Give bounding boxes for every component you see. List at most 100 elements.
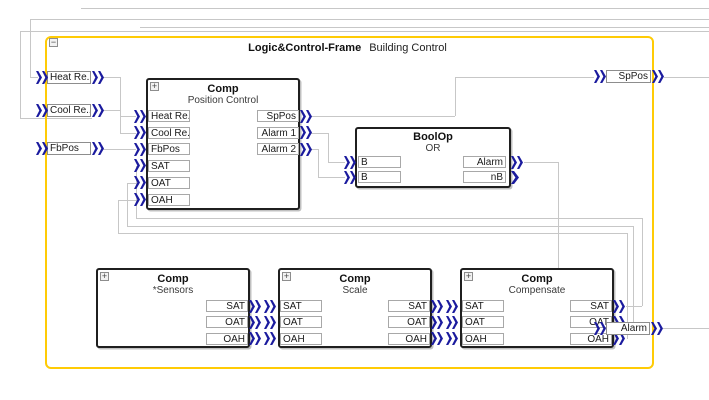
output-chevron[interactable] [511,156,523,169]
slot-output-alarm[interactable]: Alarm [463,156,506,168]
slot-input-b1[interactable]: B [358,156,401,168]
expand-icon[interactable]: + [464,271,473,281]
block-title: Comp [339,273,371,285]
wire [663,328,709,329]
output-chevron[interactable] [249,300,261,313]
output-chevron[interactable] [300,143,312,156]
pin-heat-re[interactable]: Heat Re. [47,71,91,84]
block-subtitle: Compensate [508,285,566,296]
pin-input-chevron[interactable] [594,70,606,83]
slot-input-oah[interactable]: OAH [148,194,190,206]
slot-input-b2[interactable]: B [358,171,401,183]
slot-input-oat[interactable]: OAT [462,316,504,328]
pin-sppos[interactable]: SpPos [606,70,651,83]
slot-input-oah[interactable]: OAH [280,333,322,345]
wire [627,233,628,339]
slot-input-sat[interactable]: SAT [280,300,322,312]
pin-input-chevron[interactable] [594,322,606,335]
slot-output-alarm1[interactable]: Alarm 1 [257,127,299,139]
slot-input-sat[interactable]: SAT [148,160,190,172]
output-chevron[interactable] [431,316,443,329]
pin-fbpos[interactable]: FbPos [47,142,91,155]
slot-output-nb[interactable]: nB [463,171,506,183]
wire [140,27,709,28]
pin-output-chevron[interactable] [92,71,104,84]
pin-output-chevron[interactable] [92,104,104,117]
wire [626,306,642,307]
input-chevron[interactable] [446,300,458,313]
wire [328,162,345,163]
input-chevron[interactable] [134,126,146,139]
slot-output-sppos[interactable]: SpPos [257,110,299,122]
pin-input-chevron[interactable] [36,71,48,84]
slot-input-oah[interactable]: OAH [462,333,504,345]
wire [120,77,121,133]
block-subtitle: Scale [342,285,368,296]
slot-output-oat[interactable]: OAT [570,316,612,328]
output-chevron[interactable] [300,126,312,139]
slot-output-oah[interactable]: OAH [206,333,248,345]
pin-output-chevron[interactable] [651,322,663,335]
slot-input-oat[interactable]: OAT [148,177,190,189]
collapse-icon[interactable]: − [49,37,58,47]
input-chevron[interactable] [264,332,276,345]
frame-title-subtitle: Building Control [369,42,447,54]
input-chevron[interactable] [134,143,146,156]
wire [311,149,318,150]
slot-input-oat[interactable]: OAT [280,316,322,328]
wire [20,118,92,119]
slot-input-heat[interactable]: Heat Re. [148,110,190,122]
output-chevron[interactable] [300,110,312,123]
input-chevron[interactable] [134,176,146,189]
input-chevron[interactable] [134,159,146,172]
pin-output-chevron[interactable] [92,142,104,155]
slot-output-sat[interactable]: SAT [388,300,430,312]
output-chevron[interactable] [613,300,625,313]
slot-output-oat[interactable]: OAT [206,316,248,328]
pin-output-chevron[interactable] [652,70,664,83]
slot-output-sat[interactable]: SAT [570,300,612,312]
slot-input-sat[interactable]: SAT [462,300,504,312]
wire [633,226,634,323]
expand-icon[interactable]: + [100,271,109,281]
output-chevron[interactable] [613,332,625,345]
wire [20,31,709,32]
slot-input-cool[interactable]: Cool Re.. [148,127,190,139]
input-chevron[interactable] [134,193,146,206]
input-chevron[interactable] [264,300,276,313]
pin-input-chevron[interactable] [36,142,48,155]
output-chevron[interactable] [431,332,443,345]
output-chevron[interactable] [431,300,443,313]
pin-cool-re[interactable]: Cool Re.. [47,104,91,117]
wire [118,200,136,201]
frame-title-name: Logic&Control-Frame [248,42,362,54]
expand-icon[interactable]: + [150,81,159,91]
wire [30,77,38,78]
slot-output-oah[interactable]: OAH [570,333,612,345]
input-chevron[interactable] [134,110,146,123]
input-chevron[interactable] [344,156,356,169]
wire [136,166,137,218]
input-chevron[interactable] [344,171,356,184]
slot-output-sat[interactable]: SAT [206,300,248,312]
wire [311,133,328,134]
wire [127,226,633,227]
slot-input-fbpos[interactable]: FbPos [148,143,190,155]
slot-output-oah[interactable]: OAH [388,333,430,345]
input-chevron[interactable] [446,316,458,329]
wire [524,162,558,163]
expand-icon[interactable]: + [282,271,291,281]
slot-output-alarm2[interactable]: Alarm 2 [257,143,299,155]
slot-output-oat[interactable]: OAT [388,316,430,328]
pin-alarm[interactable]: Alarm [606,322,650,335]
pin-input-chevron[interactable] [36,104,48,117]
input-chevron[interactable] [264,316,276,329]
output-chevron[interactable] [249,316,261,329]
input-chevron[interactable] [446,332,458,345]
output-chevron[interactable] [511,171,519,184]
block-title: Comp [207,83,239,95]
output-chevron[interactable] [249,332,261,345]
wire [118,200,119,233]
frame-title: Logic&Control-Frame Building Control [45,38,650,56]
